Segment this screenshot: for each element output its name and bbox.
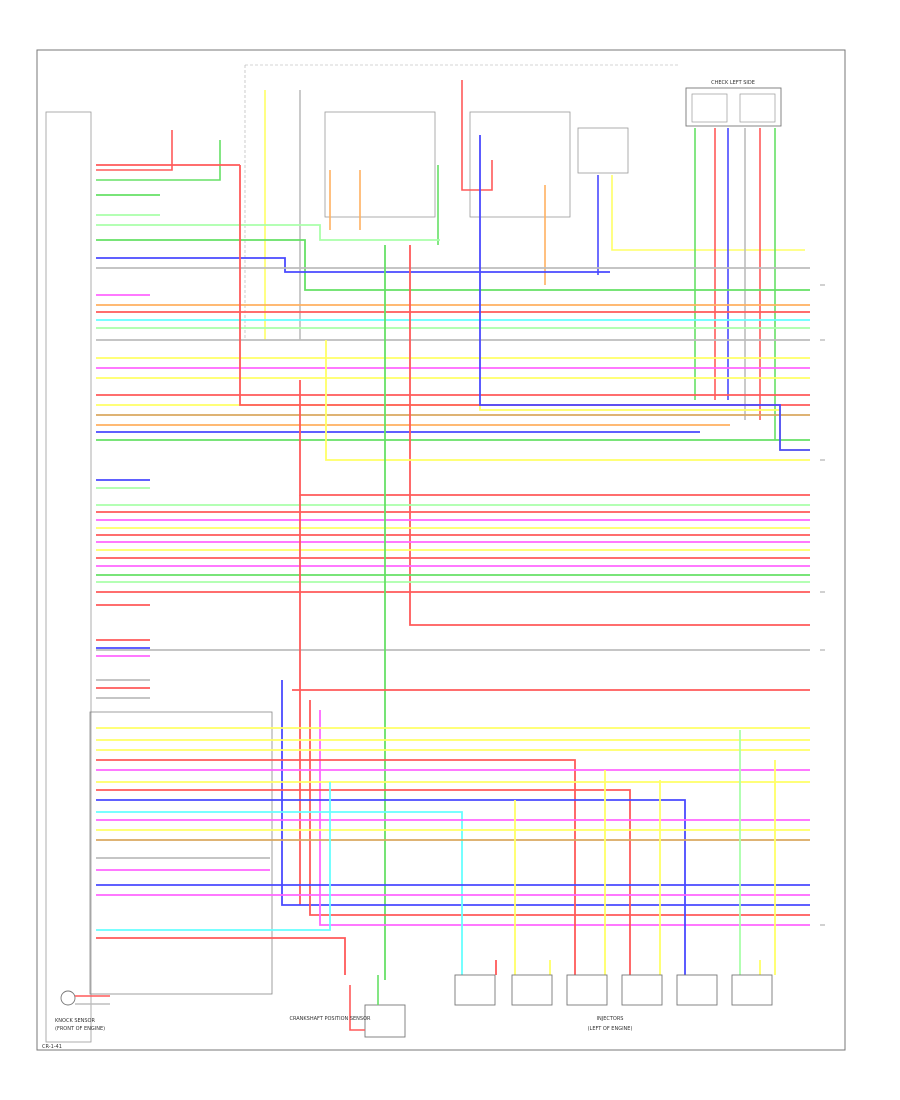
ecm-module [45,111,92,1043]
corner-code: CR-1-41 [42,1044,62,1050]
wire-blue [479,135,810,451]
injector-6 [731,974,773,1006]
top-right-connector [685,87,782,127]
switch-caption: CRANKSHAFT POSITION SENSOR [289,1016,371,1022]
ecm-subsection [89,711,273,995]
right-terminators [820,284,825,926]
top-right-connector-label: CHECK LEFT SIDE [711,80,755,86]
wire-red [409,245,810,626]
switch-body [364,1004,406,1038]
wire-red [299,380,810,496]
wire-blue [281,680,810,906]
wire-red [96,130,173,171]
injectors [454,974,773,1006]
wire-yellow [325,340,810,461]
wire-pink [319,710,810,926]
relay-box-2 [469,111,571,218]
wire-blue [96,257,610,273]
wire-blue [96,799,686,975]
wire-light-green [96,224,440,241]
middle-wires [96,245,810,980]
injectors-subcaption: (LEFT OF ENGINE) [588,1026,633,1032]
sensor-box [577,127,629,174]
wire-red [96,937,346,975]
switch-lead [349,985,365,1031]
injector-5 [676,974,718,1006]
lower-wires [96,680,810,975]
top-right-connector-inner [739,93,776,123]
horizontal-wires [96,135,810,626]
injector-2 [511,974,553,1006]
bottom-left-sublabel: (FRONT OF ENGINE) [55,1026,105,1032]
wire-yellow [611,175,805,251]
wire-cyan [96,782,331,931]
wire-red [96,789,631,975]
knock-sensor [60,990,76,1006]
diagram-frame [36,49,846,1051]
wire-green [96,239,810,291]
bottom-left-label: KNOCK SENSOR [55,1018,95,1024]
wire-yellow [96,404,810,451]
injector-4 [621,974,663,1006]
wire-cyan [96,811,463,975]
relay-box-1 [324,111,436,218]
wire-green [96,140,221,181]
wire-red [309,700,810,916]
injector-3 [566,974,608,1006]
wire-red [96,759,576,975]
injector-1 [454,974,496,1006]
injectors-caption: INJECTORS [597,1016,624,1022]
top-wire-group [96,80,805,440]
top-right-connector-inner [691,93,728,123]
wire-pink [461,80,493,191]
